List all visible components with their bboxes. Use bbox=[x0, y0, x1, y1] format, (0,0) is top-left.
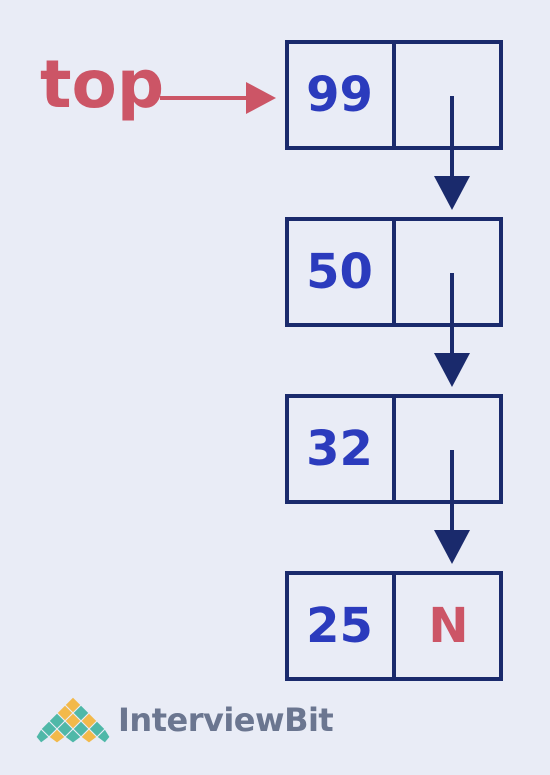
node-null-pointer: N bbox=[428, 598, 469, 654]
stack-node: 99 bbox=[285, 40, 503, 150]
node-value: 25 bbox=[306, 598, 373, 654]
stack-node: 25 N bbox=[285, 571, 503, 681]
node-value: 50 bbox=[306, 244, 373, 300]
top-pointer-label: top bbox=[40, 46, 165, 123]
brand-logo: InterviewBit bbox=[36, 697, 334, 743]
top-arrow bbox=[160, 82, 276, 114]
interviewbit-logo-icon bbox=[36, 697, 110, 743]
stack-node: 50 bbox=[285, 217, 503, 327]
node-value: 99 bbox=[306, 67, 373, 123]
node-next-pointer bbox=[394, 217, 503, 327]
node-next-pointer bbox=[394, 40, 503, 150]
stack-node: 32 bbox=[285, 394, 503, 504]
brand-name: InterviewBit bbox=[118, 701, 334, 739]
node-value: 32 bbox=[306, 421, 373, 477]
node-next-pointer bbox=[394, 394, 503, 504]
